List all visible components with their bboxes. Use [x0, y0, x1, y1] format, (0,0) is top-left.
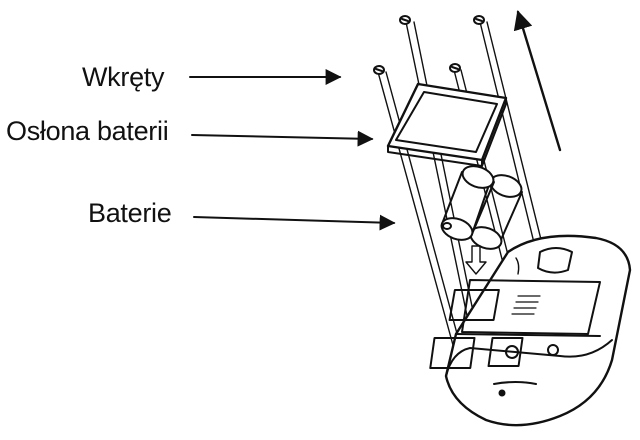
screw-icon: [449, 63, 461, 73]
screw-icon: [373, 65, 385, 75]
label-screws: Wkręty: [82, 62, 165, 92]
batteries: [440, 165, 523, 250]
direction-arrow: [513, 10, 562, 152]
screw-icon: [399, 15, 411, 25]
pointer-arrow-batteries: [193, 214, 396, 231]
label-battery-cover: Osłona baterii: [6, 116, 169, 146]
screws: [373, 15, 485, 75]
screw-icon: [473, 15, 485, 25]
battery-cover: [386, 82, 508, 167]
insert-arrow: [465, 245, 487, 275]
label-batteries: Baterie: [88, 198, 172, 228]
device-body: [429, 234, 632, 427]
pointer-arrow-cover: [191, 130, 374, 147]
